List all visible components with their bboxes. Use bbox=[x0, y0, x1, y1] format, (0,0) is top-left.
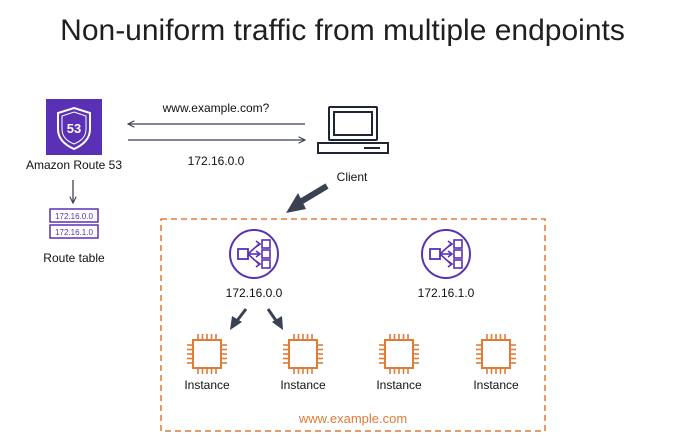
client-label: Client bbox=[336, 170, 368, 184]
endpoint-ip-label: 172.16.0.0 bbox=[225, 286, 283, 300]
load-balancer-icon bbox=[229, 229, 279, 279]
ec2-chip-icon bbox=[283, 334, 323, 374]
instance-label: Instance bbox=[376, 378, 422, 392]
route-table-icon: 172.16.0.0 172.16.1.0 bbox=[49, 208, 99, 239]
load-balancer-icon bbox=[421, 229, 471, 279]
endpoint-to-instance-arrow bbox=[230, 308, 248, 330]
dns-query-label: www.example.com? bbox=[162, 101, 270, 115]
region-label: www.example.com bbox=[298, 411, 408, 426]
page-title: Non-uniform traffic from multiple endpoi… bbox=[60, 14, 625, 47]
desktop-computer-icon bbox=[317, 106, 389, 154]
instance-label: Instance bbox=[473, 378, 519, 392]
route-table-label: Route table bbox=[43, 251, 105, 265]
instance-label: Instance bbox=[184, 378, 230, 392]
ec2-chip-icon bbox=[476, 334, 516, 374]
route53-label: Amazon Route 53 bbox=[25, 158, 123, 172]
route-table-entry-1: 172.16.1.0 bbox=[55, 228, 93, 237]
endpoint-to-instance-arrow bbox=[266, 308, 283, 330]
route-table-entry-0: 172.16.0.0 bbox=[55, 212, 93, 221]
dns-response-label: 172.16.0.0 bbox=[187, 154, 245, 168]
region-border bbox=[160, 218, 546, 432]
route53-shield-icon: 53 bbox=[46, 99, 102, 155]
instance-label: Instance bbox=[280, 378, 326, 392]
ec2-chip-icon bbox=[187, 334, 227, 374]
endpoint-ip-label: 172.16.1.0 bbox=[417, 286, 475, 300]
client-to-endpoint-arrow bbox=[286, 183, 329, 213]
route53-badge-text: 53 bbox=[67, 121, 81, 136]
ec2-chip-icon bbox=[379, 334, 419, 374]
